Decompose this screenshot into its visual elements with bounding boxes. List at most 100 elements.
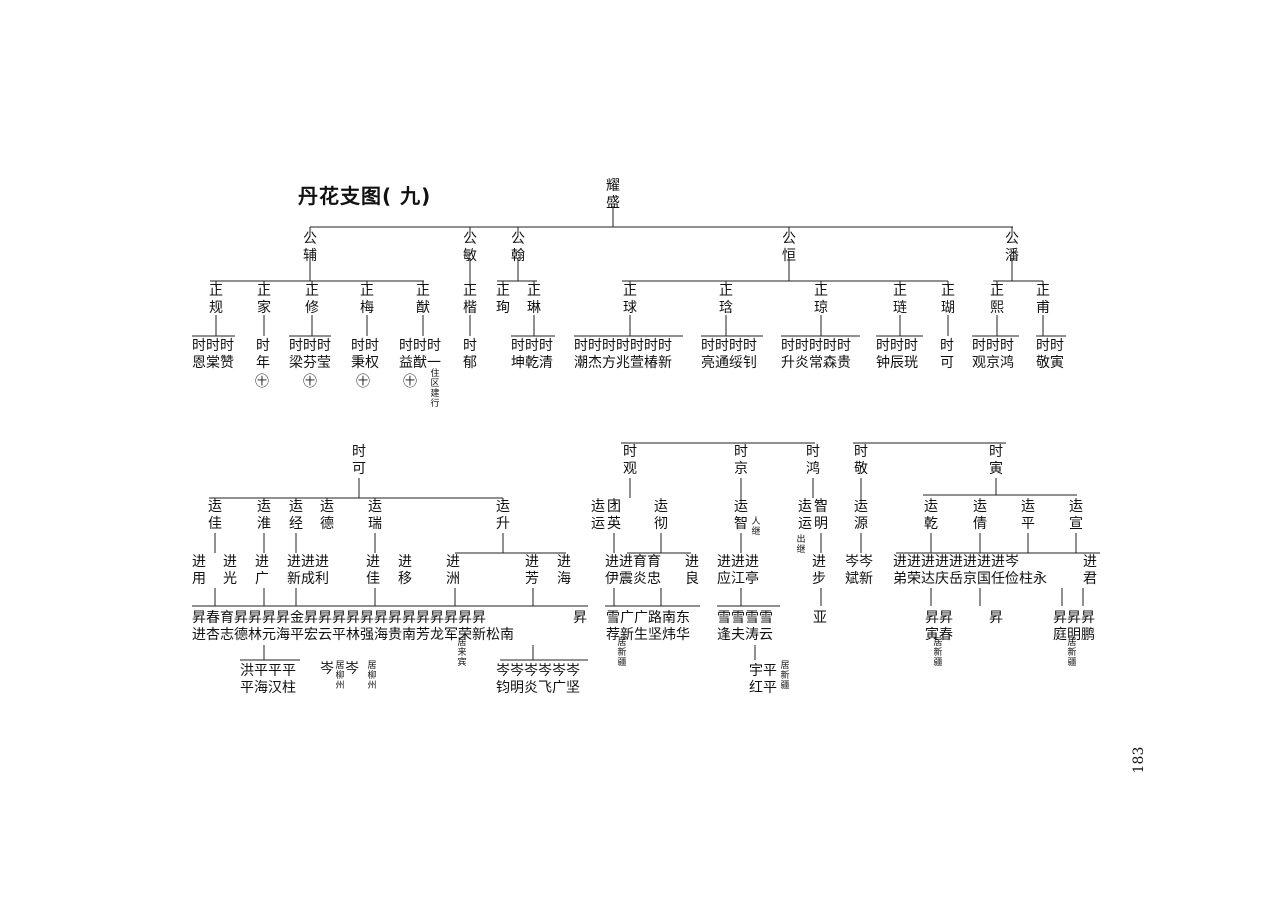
zheng-generation-name: 正规 (209, 283, 223, 316)
sheng-generation-row: 昇昇 (925, 610, 953, 626)
zheng-generation-name: 正琏 (893, 283, 907, 316)
shi-generation-row: 时时时 (876, 338, 918, 354)
zheng-generation-name: 正瑚 (941, 283, 955, 316)
yun-generation-name: 运彻 (654, 499, 668, 532)
sheng-generation-names: 逢夫涛云 (717, 627, 773, 643)
jin-generation-name: 进移 (398, 554, 412, 587)
zheng-generation-name: 正楷 (463, 283, 477, 316)
yun-generation-name: 运升 (496, 499, 510, 532)
jin-generation-row: 进进进进进进进进岑 (893, 554, 1019, 570)
yun-generation-name: 运淮 (257, 499, 271, 532)
yun-generation-name: 智明 (814, 499, 828, 532)
sheng-generation-name: 昇 (573, 610, 587, 626)
fifth-generation-name: 岑 (320, 661, 334, 677)
jin-generation-row: 进进进 (717, 554, 759, 570)
sheng-generation-row: 昇春育昇昇昇昇金昇昇昇昇昇昇昇昇昇昇昇昇昇 (192, 610, 486, 626)
fifth-generation-name: 岑 (345, 661, 359, 677)
shi-generation-row: 时时时时 (701, 338, 757, 354)
shi-generation-names: 恩棠赞 (192, 355, 234, 371)
shi-generation-names: 坤乾清 (511, 355, 553, 371)
shi-head-name: 时敬 (854, 444, 868, 477)
shi-generation-row: 时时时 (511, 338, 553, 354)
jin-generation-name: 进广 (255, 554, 269, 587)
shi-generation-row: 时 (256, 338, 270, 354)
yun-note: 人继 (751, 516, 760, 537)
shi-head-name: 时观 (623, 444, 637, 477)
yun-generation-name: 运佳 (208, 499, 222, 532)
shi-generation-names: 观京鸿 (972, 354, 1014, 371)
fifth-generation-names: 钧明炎飞广坚 (496, 680, 580, 696)
shi-generation-row: 时时时 (399, 338, 441, 354)
shi-generation-names: 郁 (463, 355, 477, 371)
yun-generation-name: 团英 (607, 499, 621, 532)
gong-generation-name: 公辅 (303, 231, 317, 264)
sheng-generation-row: 雪广广路南东 (606, 610, 690, 626)
shi-head-name: 时京 (734, 444, 748, 477)
fifth-generation-names: 平海汉柱 (240, 680, 296, 696)
shi-generation-names: 潮杰方兆萱椿新 (574, 355, 672, 371)
shi-generation-row: 时时时时时 (781, 338, 851, 354)
zheng-generation-name: 正梅 (360, 283, 374, 316)
root-name: 耀盛 (606, 178, 620, 211)
shi-generation-row: 时时 (351, 338, 379, 354)
shi-head-name: 时可 (352, 444, 366, 477)
zheng-generation-name: 正甫 (1036, 283, 1050, 316)
shi-generation-names: 可 (940, 355, 954, 371)
zheng-generation-name: 正猷 (416, 283, 430, 316)
sheng-generation-name: 亚 (813, 610, 827, 626)
residence-note: 居新疆 (617, 637, 626, 668)
zheng-generation-name: 正琳 (527, 283, 541, 316)
zheng-generation-name: 正熙 (990, 283, 1004, 316)
gong-generation-name: 公敏 (463, 231, 477, 264)
residence-note: 居新疆 (1067, 637, 1076, 668)
jin-generation-name: 进步 (812, 554, 826, 587)
sheng-generation-row: 昇昇昇 (1053, 610, 1095, 626)
zheng-generation-name: 正琼 (814, 283, 828, 316)
residence-note: 居新疆 (780, 660, 789, 691)
jin-generation-name: 进海 (557, 554, 571, 587)
yun-generation-name: 运智 (734, 499, 748, 532)
jin-generation-row: 岑岑 (845, 554, 873, 570)
gong-generation-name: 公恒 (782, 231, 796, 264)
yun-generation-name: 运运 (798, 499, 812, 532)
jin-generation-name: 进佳 (366, 554, 380, 587)
jin-generation-names: 应江亭 (717, 570, 759, 587)
fifth-generation-names: 红平 (749, 680, 777, 696)
yun-generation-name: 运经 (289, 499, 303, 532)
side-note: 住区建行 (430, 367, 439, 409)
jin-generation-names: 弟荣达庆岳京国任俭柱永 (893, 571, 1047, 587)
shi-generation-names: 益猷一 (399, 355, 441, 371)
jin-generation-names: 伊震炎忠 (605, 571, 661, 587)
shi-generation-row: 时时时时时时时 (574, 338, 672, 354)
zheng-generation-name: 正琀 (719, 283, 733, 316)
yun-generation-name: 运乾 (924, 499, 938, 532)
shi-generation-names: 秉权 (351, 355, 379, 371)
shi-generation-names: 升炎常森贵 (781, 355, 851, 371)
page-number: 183 (1131, 746, 1147, 774)
jin-generation-name: 进君 (1083, 554, 1097, 587)
yun-generation-name: 运瑞 (368, 499, 382, 532)
shi-generation-row: 时时时 (192, 338, 234, 354)
shi-generation-row: 时 (463, 338, 477, 354)
jin-generation-name: 进光 (223, 554, 237, 587)
sheng-generation-names: 荐新生坚炜华 (606, 627, 690, 643)
jin-generation-row: 进进育育 (605, 554, 661, 570)
residence-note: 居新疆 (933, 637, 942, 668)
fifth-generation-row: 岑岑岑岑岑岑 (496, 663, 580, 679)
zheng-generation-name: 正修 (305, 283, 319, 316)
yun-generation-name: 运源 (854, 499, 868, 532)
jin-generation-name: 进洲 (446, 554, 460, 587)
jin-generation-names: 新成利 (287, 571, 329, 587)
shi-generation-row: 时时 (1036, 338, 1064, 354)
gong-generation-name: 公翰 (511, 231, 525, 264)
shi-generation-names: 亮通绥钊 (701, 354, 757, 371)
shi-generation-row: 时 (940, 338, 954, 354)
circle-mark: ㊉ (356, 374, 370, 390)
zheng-generation-name: 正家 (257, 283, 271, 316)
jin-generation-name: 进良 (685, 554, 699, 587)
yun-note: 出继 (796, 533, 805, 555)
yun-generation-name: 运德 (320, 499, 334, 532)
residence-note: 居来宾 (457, 637, 466, 668)
